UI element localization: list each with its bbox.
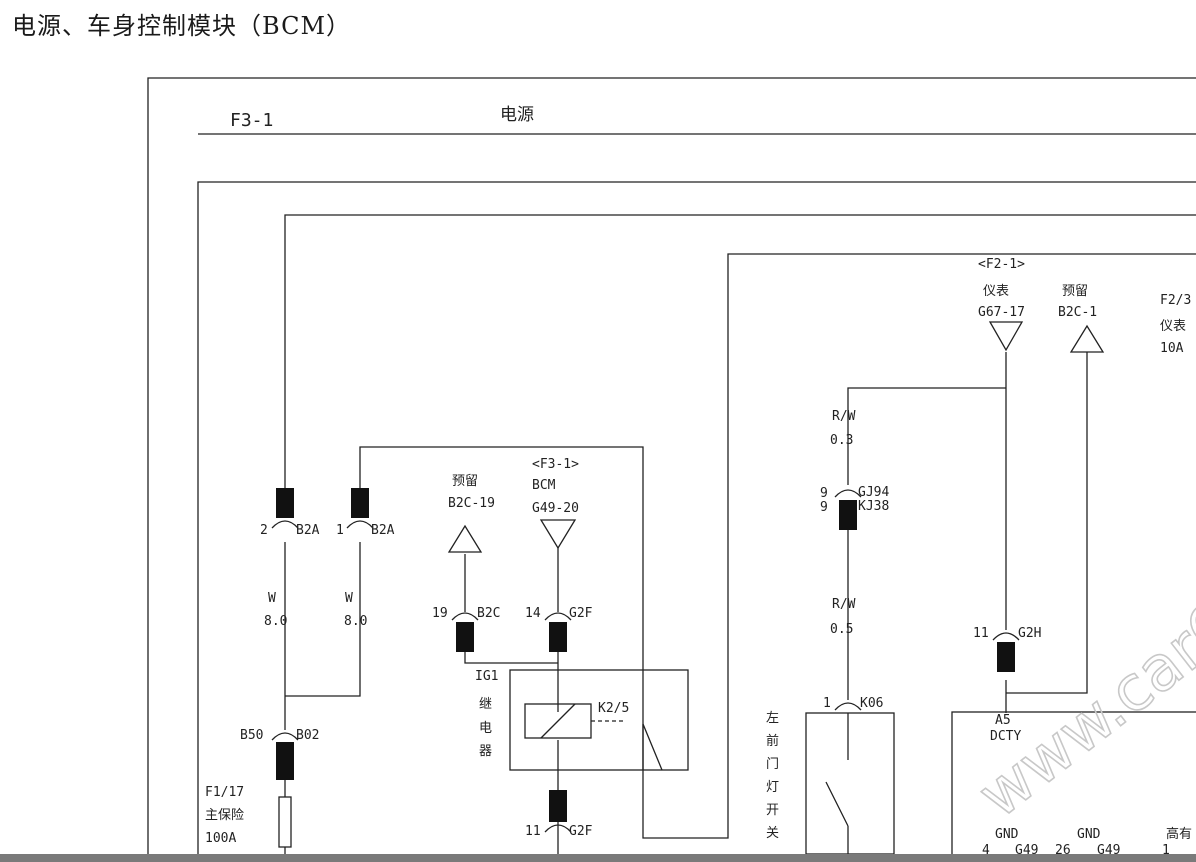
arrow-g49-down xyxy=(539,519,577,550)
label-100a: 100A xyxy=(205,831,236,846)
label-meter-fuse: 仪表 xyxy=(1160,319,1186,334)
label-high: 高有 xyxy=(1166,826,1192,842)
label-meter: 仪表 xyxy=(983,284,1009,299)
label-b2a-right: B2A xyxy=(371,523,395,538)
label-rw-bottom: R/W xyxy=(832,597,856,612)
door-switch-box xyxy=(805,712,895,855)
label-f2-3: F2/3 xyxy=(1160,293,1191,308)
frame-title: 电源 xyxy=(500,105,534,125)
label-pin-11-g2f: 11 xyxy=(525,824,541,839)
label-b2c-1: B2C-1 xyxy=(1058,305,1097,320)
connector-b2a-2 xyxy=(276,488,294,518)
label-gj94: GJ94 xyxy=(858,485,889,500)
label-10a: 10A xyxy=(1160,341,1184,356)
label-reserved-b2c1: 预留 xyxy=(1062,284,1088,299)
wire-w80-right xyxy=(285,542,361,697)
label-main-fuse: 主保险 xyxy=(205,808,244,823)
label-switch-2: 前 xyxy=(766,733,779,749)
label-switch-1: 左 xyxy=(766,711,779,726)
label-80-right: 8.0 xyxy=(344,614,367,629)
connector-kj38 xyxy=(839,500,857,530)
label-05: 0.5 xyxy=(830,622,853,637)
wire-top-bus xyxy=(284,214,1196,488)
wire-b2c1 xyxy=(1006,352,1088,694)
label-switch-5: 开 xyxy=(766,803,779,818)
door-switch-lever xyxy=(825,713,849,854)
wire-b2a-1 xyxy=(359,253,1196,839)
label-g2f-top: G2F xyxy=(569,606,593,621)
connector-g2f-11 xyxy=(549,790,567,822)
main-fuse xyxy=(278,796,292,848)
label-b2a-left: B2A xyxy=(296,523,320,538)
label-pin-4: 4 xyxy=(982,843,990,858)
label-w-right: W xyxy=(345,591,353,606)
label-gnd-2: GND xyxy=(1077,827,1101,842)
connector-g2f-14 xyxy=(549,622,567,652)
label-switch-4: 灯 xyxy=(766,780,779,795)
label-pin-11-g2h: 11 xyxy=(973,626,989,641)
label-relay-1: 继 xyxy=(479,697,492,712)
bcm-box xyxy=(951,711,1196,862)
relay-coil-slash xyxy=(540,703,576,739)
label-kj38: KJ38 xyxy=(858,499,889,514)
label-pin-19: 19 xyxy=(432,606,448,621)
label-80-left: 8.0 xyxy=(264,614,287,629)
label-bcm: BCM xyxy=(532,478,556,493)
label-b2c-19: B2C-19 xyxy=(448,496,495,511)
connector-b02 xyxy=(276,742,294,780)
label-dcty: DCTY xyxy=(990,729,1021,744)
label-f1-17: F1/17 xyxy=(205,785,244,800)
bottom-scrollbar[interactable] xyxy=(0,854,1196,862)
label-b2c: B2C xyxy=(477,606,500,621)
label-ref-f2-1: <F2-1> xyxy=(978,257,1025,272)
label-g2h: G2H xyxy=(1018,626,1041,641)
label-b50: B50 xyxy=(240,728,263,743)
page-title: 电源、车身控制模块（BCM） xyxy=(12,12,352,40)
frame-code: F3-1 xyxy=(230,110,273,131)
label-pin-1-bottom: 1 xyxy=(1162,843,1170,858)
label-a5: A5 xyxy=(995,713,1011,728)
label-pin-14: 14 xyxy=(525,606,541,621)
label-g2f-bottom: G2F xyxy=(569,824,593,839)
label-pin-1-k06: 1 xyxy=(823,696,831,711)
label-rw-top: R/W xyxy=(832,409,856,424)
label-relay-2: 电 xyxy=(479,721,492,736)
label-pin-9b: 9 xyxy=(820,500,828,515)
label-gnd-1: GND xyxy=(995,827,1019,842)
outer-frame xyxy=(147,77,1196,854)
relay-box xyxy=(509,669,689,771)
arrow-g67-down xyxy=(988,321,1024,352)
label-03: 0.3 xyxy=(830,433,853,448)
label-pin-2: 2 xyxy=(260,523,268,538)
label-pin-9a: 9 xyxy=(820,486,828,501)
watermark: www.car6 xyxy=(964,588,1196,832)
label-g49-20: G49-20 xyxy=(532,501,579,516)
inner-frame xyxy=(197,181,1196,854)
arrow-b2c19-up xyxy=(447,524,483,553)
connector-g2h-11 xyxy=(997,642,1015,672)
label-b02: B02 xyxy=(296,728,319,743)
label-ref-f3-1: <F3-1> xyxy=(532,457,579,472)
label-pin-1: 1 xyxy=(336,523,344,538)
label-k06: K06 xyxy=(860,696,883,711)
arrow-b2c1-up xyxy=(1069,324,1105,353)
label-relay-3: 器 xyxy=(479,744,492,759)
label-switch-3: 门 xyxy=(766,757,779,772)
label-reserved-b2c19: 预留 xyxy=(452,474,478,489)
label-w-left: W xyxy=(268,591,276,606)
wire-b2c19-down xyxy=(464,652,558,664)
connector-b2c-19 xyxy=(456,622,474,652)
label-switch-6: 关 xyxy=(766,826,779,841)
label-k2-5: K2/5 xyxy=(598,701,629,716)
relay-contact xyxy=(642,723,663,771)
label-g67-17: G67-17 xyxy=(978,305,1025,320)
wire-gj94 xyxy=(847,387,1006,485)
label-ig1: IG1 xyxy=(475,669,498,684)
connector-b2a-1 xyxy=(351,488,369,518)
